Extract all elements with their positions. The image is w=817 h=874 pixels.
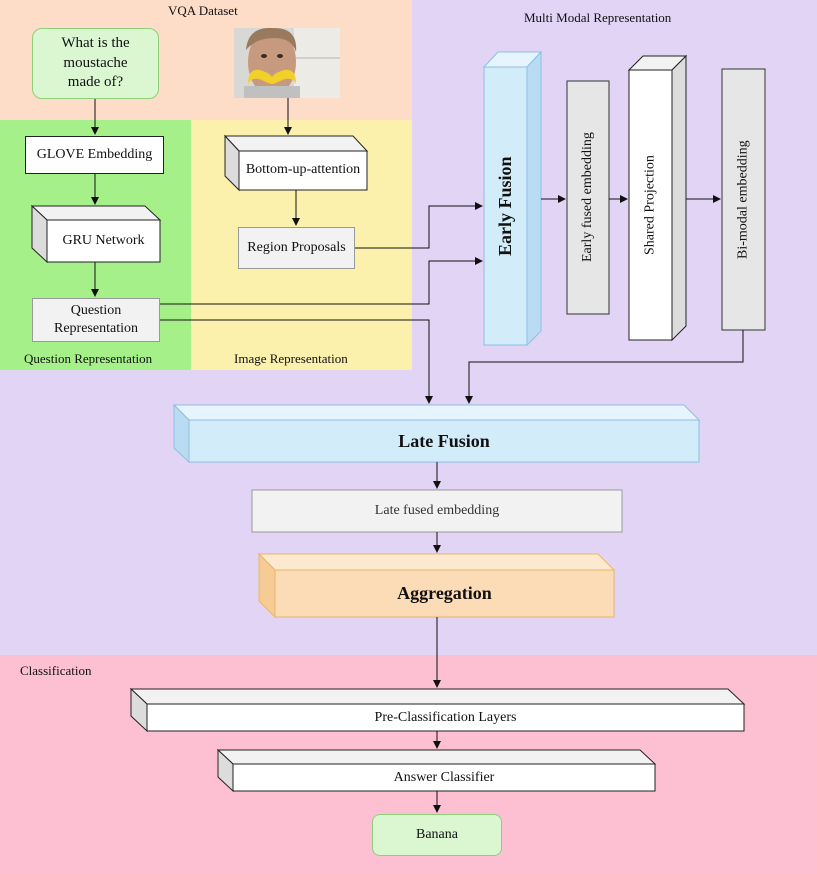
- early-fused-embedding-block: [566, 80, 610, 315]
- bimodal-embedding-label: Bi-modal embedding: [735, 140, 751, 259]
- pre-classification-label: Pre-Classification Layers: [374, 709, 517, 725]
- gru-network-label-box: GRU Network: [47, 220, 160, 262]
- region-proposals-label: Region Proposals: [247, 239, 346, 255]
- classification-label: Classification: [20, 663, 92, 678]
- answer-label: Banana: [416, 826, 458, 842]
- vqa-dataset-label: VQA Dataset: [168, 3, 238, 18]
- shared-projection-label: Shared Projection: [642, 155, 658, 255]
- question-text: What is the moustache made of?: [61, 35, 130, 91]
- glove-embedding-box: GLOVE Embedding: [25, 136, 164, 174]
- pre-classification-block: [129, 687, 746, 733]
- answer-classifier-block: [216, 748, 657, 793]
- answer-box: Banana: [372, 814, 502, 856]
- glove-embedding-label: GLOVE Embedding: [36, 146, 153, 162]
- question-representation-node-label: Question Representation: [54, 302, 138, 336]
- region-proposals-box: Region Proposals: [238, 227, 355, 269]
- gru-network-label: GRU Network: [62, 232, 145, 248]
- bimodal-embedding-block: [721, 68, 766, 331]
- late-fusion-label: Late Fusion: [398, 430, 490, 451]
- bottom-up-attention-block: [223, 134, 369, 192]
- early-fused-embedding-label: Early fused embedding: [580, 132, 595, 263]
- late-fused-embedding-block: [251, 489, 623, 533]
- bottom-up-attention-label-box: Bottom-up-attention: [239, 151, 367, 190]
- aggregation-block: [257, 552, 616, 619]
- late-fused-embedding-label: Late fused embedding: [374, 503, 500, 518]
- bottom-up-attention-label: Bottom-up-attention: [245, 162, 361, 178]
- gru-network-block: [30, 204, 162, 264]
- early-fusion-label: Early Fusion: [495, 156, 515, 256]
- question-representation-label: Question Representation: [24, 351, 153, 366]
- shared-projection-block: [627, 54, 688, 342]
- input-image: [234, 28, 340, 98]
- image-representation-label: Image Representation: [234, 351, 348, 366]
- question-text-box: What is the moustache made of?: [32, 28, 159, 99]
- answer-classifier-label: Answer Classifier: [393, 769, 495, 785]
- early-fusion-block: [482, 50, 543, 347]
- connectors: [91, 98, 744, 813]
- question-representation-box: Question Representation: [32, 298, 160, 342]
- aggregation-label: Aggregation: [397, 583, 492, 603]
- late-fusion-block: [172, 403, 701, 464]
- multi-modal-label: Multi Modal Representation: [524, 10, 672, 25]
